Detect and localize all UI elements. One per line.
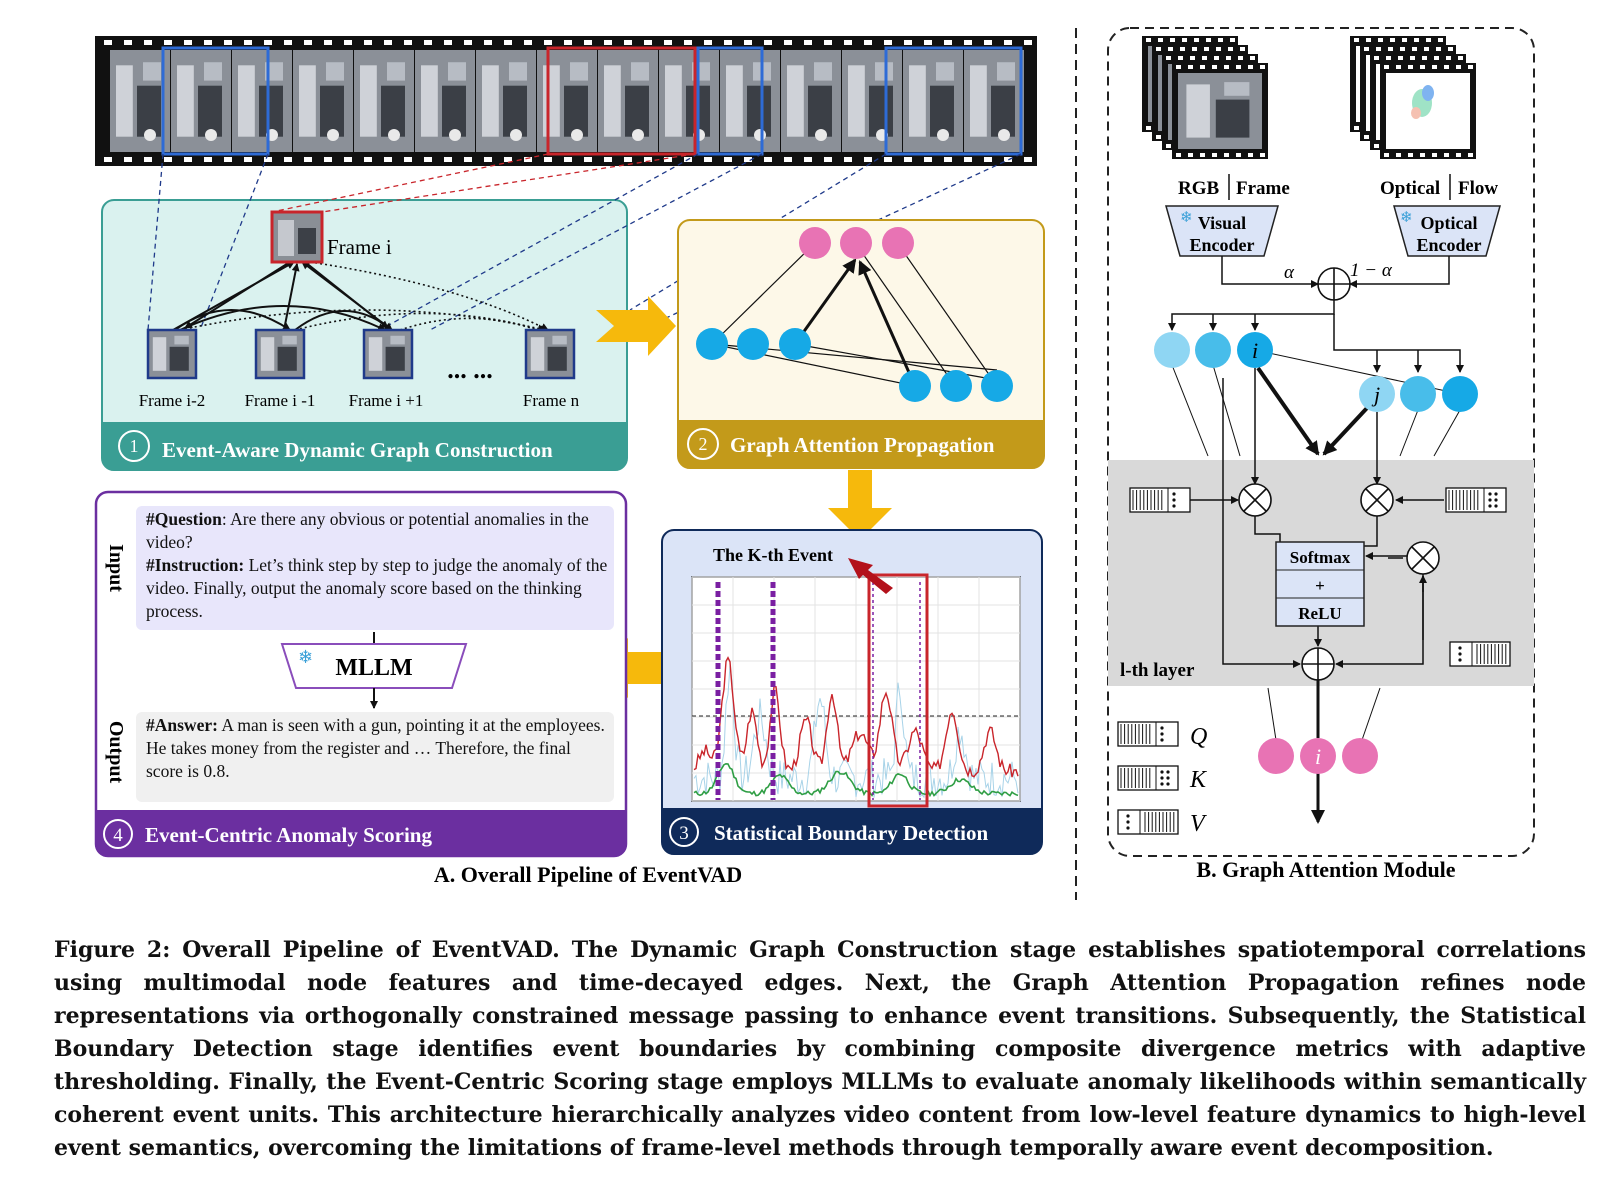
visual-encoder-line2: Encoder [1190, 235, 1255, 255]
qkv-legend [1117, 721, 1179, 835]
question-key: #Question [146, 509, 222, 529]
optical-label: Optical [1380, 178, 1440, 199]
mllm-label: MLLM [335, 655, 412, 681]
answer-text: A man is seen with a gun, pointing it at… [146, 715, 605, 781]
graph-nodes [696, 227, 1013, 402]
similarity-curve [693, 665, 1019, 799]
stage3-number-circle [669, 817, 699, 847]
alpha-label: α [1284, 262, 1295, 283]
film-highlight-red [546, 46, 697, 156]
figure-caption: Figure 2: Overall Pipeline of EventVAD. … [54, 937, 1586, 1161]
fusion-distribution [1168, 300, 1464, 373]
question-text: : Are there any obvious or potential ano… [146, 509, 589, 552]
output-answer-box [136, 712, 614, 802]
stage1-title: Event-Aware Dynamic Graph Construction [162, 438, 553, 462]
k-th-event-box [867, 573, 929, 808]
input-label: Input [105, 544, 127, 592]
multiply-k-icon [1360, 483, 1394, 517]
film-frames [110, 50, 1024, 152]
output-node-label: i [1315, 744, 1321, 769]
node-j-label: j [1371, 382, 1380, 407]
event-boundaries [715, 582, 921, 800]
rgb-frame-stack [1142, 36, 1268, 159]
relu-label: ReLU [1298, 604, 1341, 623]
frame-label-1: Frame i-2 [139, 391, 206, 410]
frame-i-label: Frame i [327, 235, 392, 259]
frozen-snowflake-icon: ❄ [298, 647, 313, 667]
layer-label: l-th layer [1120, 660, 1195, 681]
stage1-number: 1 [130, 436, 139, 456]
optical-encoder-snowflake-icon: ❄ [1400, 210, 1413, 226]
baseline-curve [693, 762, 1019, 798]
panel-b-title: B. Graph Attention Module [1196, 857, 1455, 882]
stage4-number: 4 [113, 825, 123, 846]
stage2-title: Graph Attention Propagation [730, 433, 995, 457]
frame-label-2: Frame i -1 [245, 391, 316, 410]
frame-label-4: Frame n [523, 391, 580, 410]
softmax-relu-block [1275, 541, 1365, 627]
one-minus-alpha-label: 1 − α [1350, 260, 1393, 281]
instruction-text: Let’s think step by step to judge the an… [146, 555, 608, 621]
visual-encoder-snowflake-icon: ❄ [1180, 210, 1193, 226]
frame-thumbnails [146, 328, 576, 380]
divergence-curve [693, 656, 1019, 778]
residual-sum-icon [1301, 647, 1335, 681]
optical-flow-stack [1350, 36, 1476, 159]
legend-k: K [1189, 767, 1208, 793]
answer-key: #Answer: [146, 715, 218, 735]
mllm-block [280, 643, 468, 689]
graph-edges [172, 261, 393, 331]
panel-a-title: A. Overall Pipeline of EventVAD [434, 862, 742, 887]
figure-diagram: 1 Event-Aware Dynamic Graph Construction [94, 27, 1535, 900]
plus-label: + [1315, 576, 1325, 595]
stage4-number-circle [103, 819, 133, 849]
stage1-panel: 1 Event-Aware Dynamic Graph Construction [101, 153, 1022, 471]
output-nodes [1258, 738, 1378, 774]
instruction-key: #Instruction: [146, 555, 245, 575]
k-th-event-pointer [848, 558, 893, 594]
stage4-panel: 4 Event-Centric Anomaly Scoring Input Ou… [94, 490, 628, 858]
arrow-1-to-2 [596, 296, 676, 356]
output-label: Output [105, 721, 127, 784]
arrow-2-to-3 [828, 470, 892, 540]
stage2-number: 2 [699, 434, 708, 454]
input-prompt-box [136, 506, 614, 630]
legend-v: V [1190, 811, 1207, 837]
video-film-strip [95, 36, 1037, 166]
chart-grid [691, 576, 1021, 802]
stage1-number-circle [118, 430, 150, 462]
layer-qkv-matrices [1129, 487, 1511, 667]
stage2-number-circle [687, 428, 719, 460]
stage4-title: Event-Centric Anomaly Scoring [145, 823, 432, 847]
visual-encoder-block [1165, 205, 1279, 257]
input-nodes [1154, 332, 1478, 412]
optical-encoder-line2: Encoder [1417, 235, 1482, 255]
node-i-label: i [1252, 338, 1258, 363]
multiply-q-icon [1238, 483, 1272, 517]
flow-label: Flow [1458, 178, 1498, 199]
optical-encoder-block [1393, 205, 1501, 257]
stage2-panel: 2 Graph Attention Propagation [677, 219, 1045, 469]
stage3-panel: 3 Statistical Boundary Detection The K-t… [661, 529, 1043, 855]
film-highlight-blue-3 [884, 46, 1023, 156]
film-highlight-blue-2 [696, 46, 764, 156]
frame-i-thumbnail [270, 210, 324, 264]
frame-ellipsis: ... ... [447, 355, 493, 384]
graph-attention-module: RGB Frame Optical Flow ❄ Visual Encoder … [1107, 27, 1535, 857]
layer-wiring [1182, 368, 1444, 668]
film-highlight-blue-1 [161, 46, 270, 156]
visual-encoder-line1: Visual [1198, 213, 1246, 233]
softmax-label: Softmax [1290, 548, 1351, 567]
frame-label: Frame [1236, 178, 1290, 199]
legend-q: Q [1190, 724, 1207, 750]
optical-encoder-line1: Optical [1421, 213, 1478, 233]
frame-label-3: Frame i +1 [349, 391, 424, 410]
feature-fusion-sum-icon [1317, 267, 1351, 301]
stage3-title: Statistical Boundary Detection [714, 821, 988, 845]
k-th-event-label: The K-th Event [713, 545, 833, 565]
rgb-label: RGB [1178, 178, 1220, 199]
multiply-v-icon [1406, 541, 1440, 575]
stage3-number: 3 [679, 823, 689, 844]
